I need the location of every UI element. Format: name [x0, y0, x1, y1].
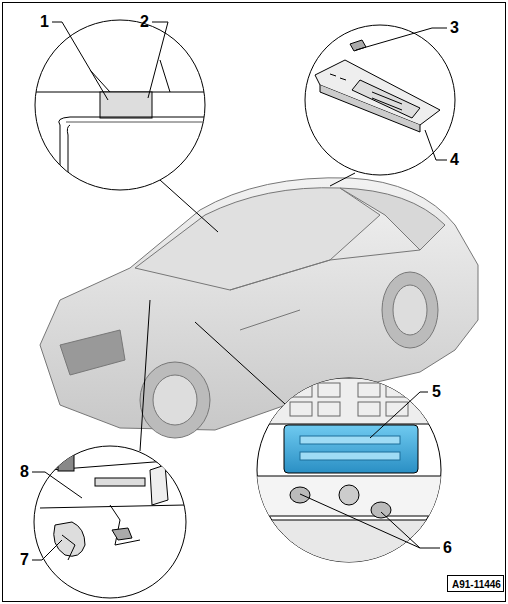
- callout-number: 6: [443, 540, 452, 556]
- callout-number: 7: [20, 552, 29, 568]
- callout-number: 2: [140, 14, 149, 30]
- callout-number: 4: [450, 152, 459, 168]
- callout-number: 8: [20, 464, 29, 480]
- callout-number: 3: [450, 20, 459, 36]
- callout-number: 5: [432, 384, 441, 400]
- callout-number: 1: [40, 14, 49, 30]
- figure-id-box: A91-11446: [447, 575, 504, 592]
- figure-id: A91-11446: [452, 579, 499, 590]
